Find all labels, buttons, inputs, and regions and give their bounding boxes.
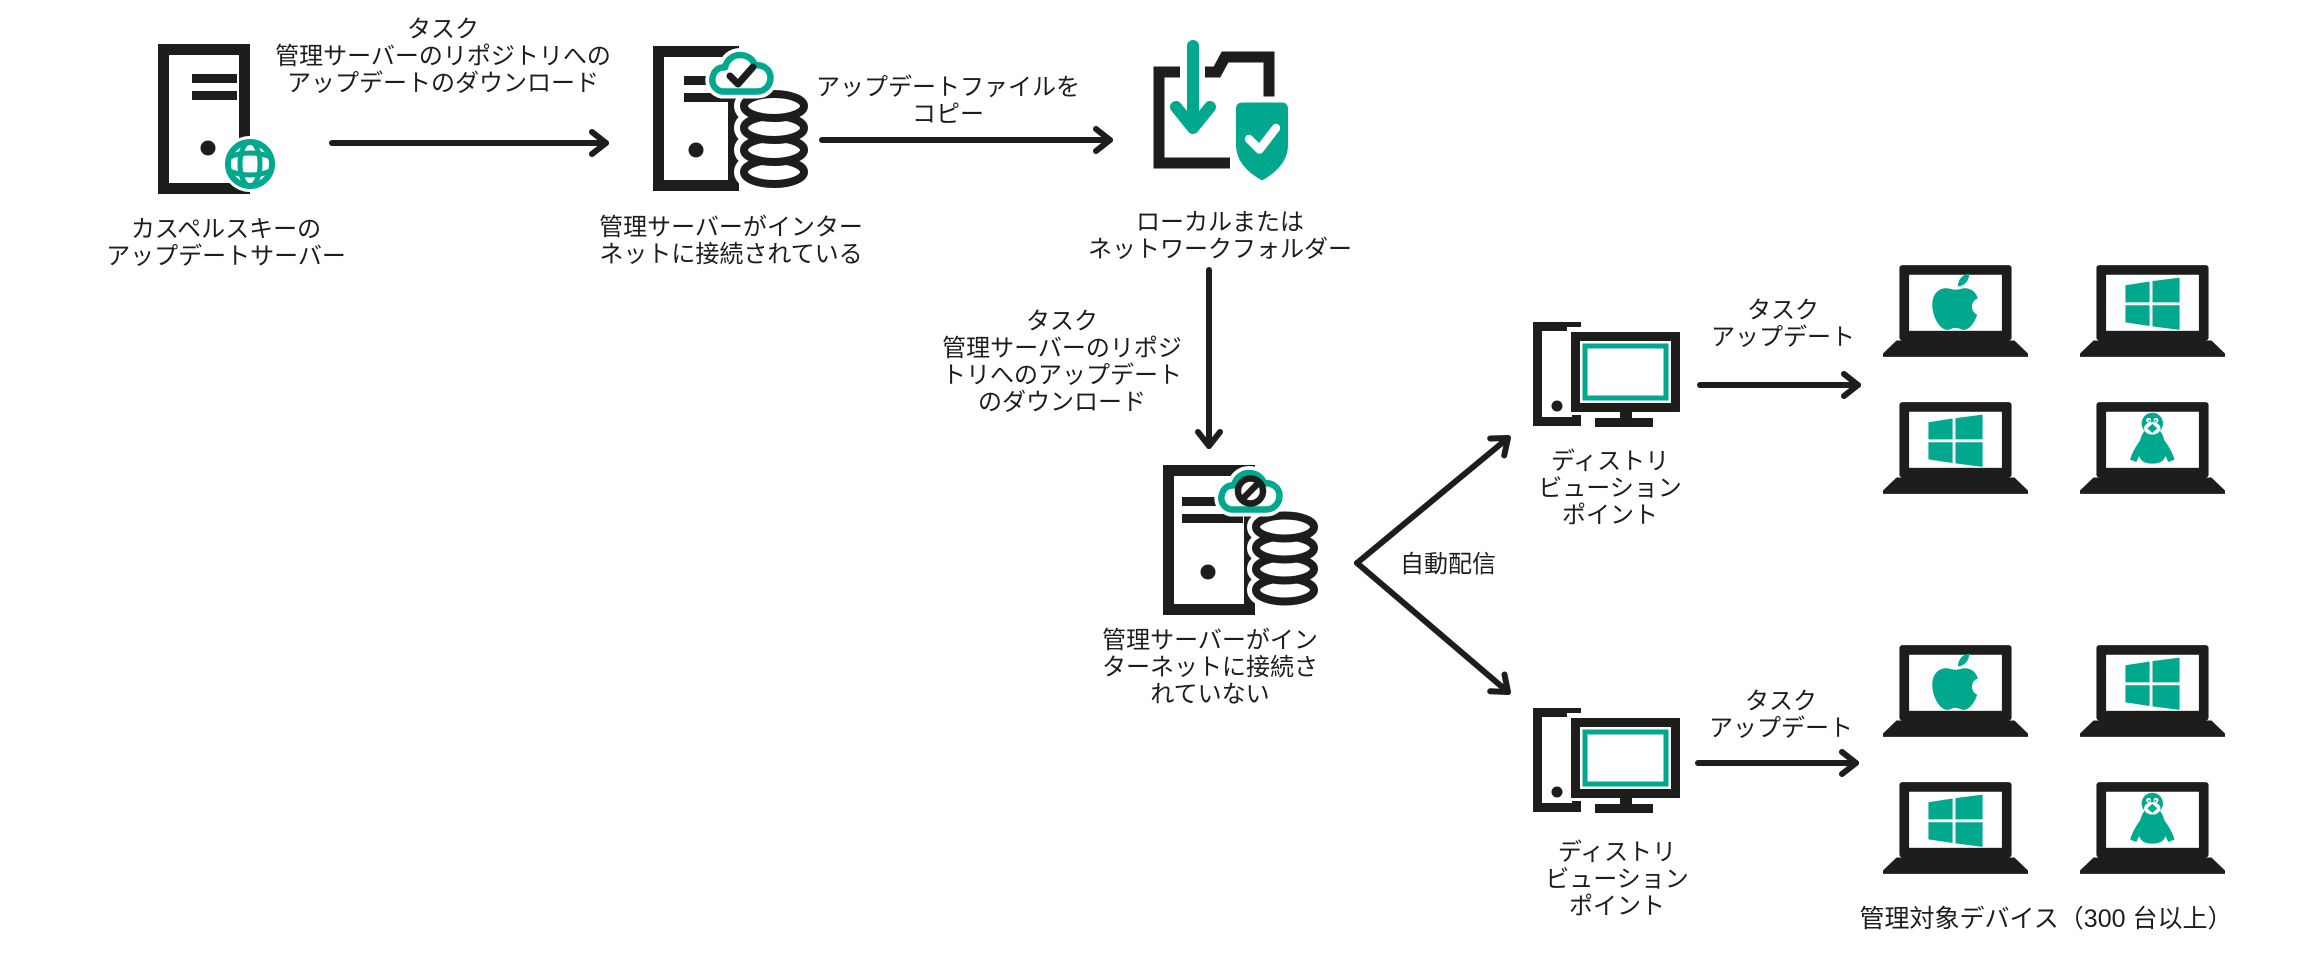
label-line: ディストリ [1550,448,1670,475]
label-admin-server-online: 管理サーバーがインター ネットに接続されている [599,214,863,268]
label-line: カスペルスキーの [130,216,322,243]
disk-stack-icon [1247,506,1321,611]
disk-stack-icon [734,84,814,192]
laptop-linux-icon [2080,782,2225,874]
laptop-windows-icon [2080,265,2225,357]
label-line: 管理サーバーのリポジ [942,335,1182,362]
download-arrow-icon [1170,40,1216,134]
desktop-pc-icon [1533,322,1681,428]
label-line: アップデート [1709,715,1853,742]
caption-managed-devices: 管理対象デバイス（300 台以上） [1860,906,2233,933]
label-download-task-offline: タスク 管理サーバーのリポジ トリへのアップデート のダウンロード [942,308,1182,416]
laptop-macos-icon [1883,645,2028,737]
label-line: アップデートのダウンロード [286,70,599,97]
label-update-task-top: タスク アップデート [1711,297,1855,351]
label-line: ポイント [1569,893,1665,920]
desktop-pc-icon [1533,708,1681,814]
laptop-macos-icon [1883,265,2028,357]
laptop-windows-icon [1883,782,2028,874]
server-cloud-blocked-disks-icon [1163,465,1321,615]
cloud-check-icon [705,47,778,99]
label-line: アップデートサーバー [106,243,346,270]
label-line: タスク [406,16,479,43]
label-line: トリへのアップデート [942,362,1182,389]
device-group-top [1883,263,2225,497]
label-line: ネットに接続されている [599,241,863,268]
laptop-windows-icon [1883,402,2028,494]
label-line: ポイント [1562,502,1658,529]
label-shared-folder: ローカルまたは ネットワークフォルダー [1088,209,1352,263]
label-line: 自動配信 [1400,551,1496,578]
server-cloud-check-disks-icon [653,46,814,192]
label-line: タスク [1747,297,1819,324]
label-line: のダウンロード [978,389,1146,416]
label-line: 管理対象デバイス（300 台以上） [1859,905,2233,933]
label-line: 管理サーバーがイン [1102,627,1318,654]
label-line: コピー [912,101,984,128]
label-admin-server-offline: 管理サーバーがイン ターネットに接続さ れていない [1102,627,1318,708]
label-distribution-point-bottom: ディストリ ビューション ポイント [1545,839,1689,920]
label-line: ローカルまたは [1136,209,1304,236]
label-line: ビューション [1538,475,1682,502]
label-line: タスク [1745,688,1817,715]
label-download-task-top: タスク 管理サーバーのリポジトリへの アップデートのダウンロード [275,16,611,97]
arrow-auto-distribution-bottom [1354,560,1511,695]
label-line: ディストリ [1557,839,1677,866]
label-line: タスク [1026,308,1098,335]
label-distribution-point-top: ディストリ ビューション ポイント [1538,448,1682,529]
laptop-linux-icon [2080,402,2225,494]
label-line: アップデートファイルを [816,74,1080,101]
label-line: れていない [1150,681,1270,708]
label-auto-distribution: 自動配信 [1400,551,1496,578]
arrow-auto-distribution-top [1354,435,1511,566]
label-line: ビューション [1545,866,1689,893]
globe-icon [222,136,278,192]
cloud-blocked-icon [1214,465,1287,517]
label-line: 管理サーバーのリポジトリへの [275,43,611,70]
device-group-bottom [1883,643,2225,877]
label-line: ネットワークフォルダー [1088,236,1352,263]
label-copy-update-files: アップデートファイルを コピー [816,74,1080,128]
label-kaspersky-update-servers: カスペルスキーの アップデートサーバー [106,216,346,270]
shield-check-icon [1230,96,1294,188]
label-update-task-bottom: タスク アップデート [1709,688,1853,742]
label-line: アップデート [1711,324,1855,351]
folder-download-shield-icon [1153,40,1294,188]
label-line: ターネットに接続さ [1102,654,1318,681]
server-globe-icon [158,44,278,194]
label-line: 管理サーバーがインター [599,214,863,241]
laptop-windows-icon [2080,645,2225,737]
